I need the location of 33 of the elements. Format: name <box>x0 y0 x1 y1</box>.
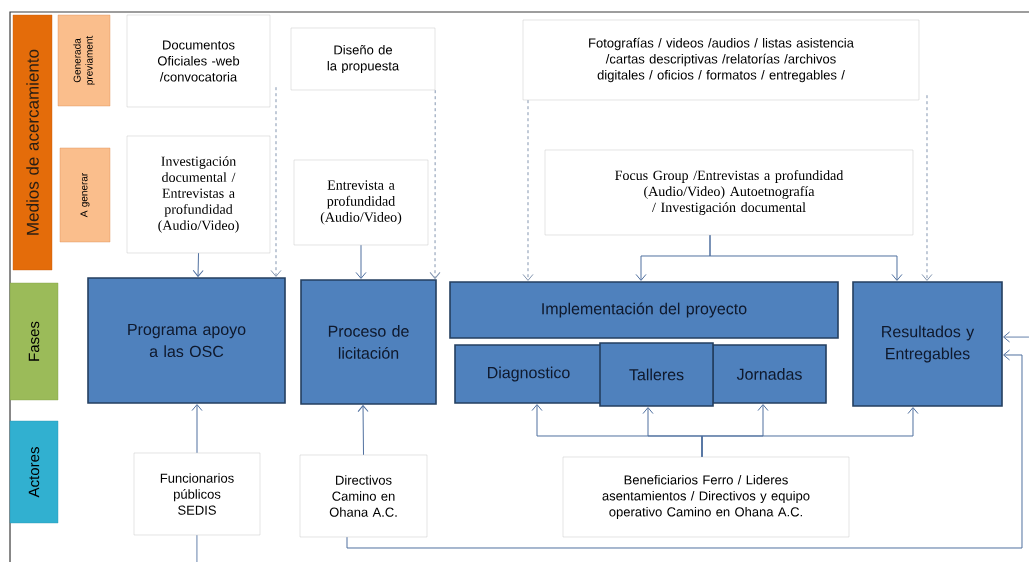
phase-box: Resultados y Entregables <box>852 281 1003 407</box>
category-band: Medios de acercamiento <box>12 14 53 271</box>
phase-box: Programa apoyo a las OSC <box>87 277 286 404</box>
arrow <box>522 99 534 281</box>
phase-box: Diagnostico <box>454 344 603 404</box>
source-box: Investigación documental / Entrevistas a profundidad (Audio/Video) <box>126 135 271 254</box>
arrow <box>1003 331 1029 343</box>
phase-box: Jornadas <box>712 344 827 404</box>
source-box: Focus Group /Entrevistas a profundidad (Audio/Video) Autoetnografía / Investigación documental <box>544 149 914 236</box>
category-band: Fases <box>9 282 59 401</box>
actor-box: Funcionarios públicos SEDIS <box>133 452 261 536</box>
source-box: Entrevista a profundidad (Audio/Video) <box>293 159 429 246</box>
phase-box: Proceso de licitación <box>300 279 437 405</box>
source-box: Documentos Oficiales -web /convocatoria <box>126 14 271 108</box>
arrow <box>191 404 203 454</box>
phase-box: Implementación del proyecto <box>449 281 839 339</box>
arrow <box>357 405 369 456</box>
actor-box: Beneficiarios Ferro / Lideres asentamientos / Directivos y equipo operativo Camino en Ohana A.C. <box>562 456 850 538</box>
arrow <box>701 407 919 458</box>
category-band: Actores <box>9 420 59 524</box>
category-label: A generar <box>59 147 111 243</box>
arrow <box>355 244 367 279</box>
actor-box: Directivos Camino en Ohana A.C. <box>299 454 428 538</box>
source-box: Fotografías / videos /audios / listas asistencia /cartas descriptivas /relatorías /archivos digitales / oficios / formatos / entregables / <box>522 19 920 101</box>
category-label: Generada previament <box>57 14 111 107</box>
arrow <box>192 252 204 277</box>
arrow <box>921 94 933 281</box>
arrow <box>270 86 282 277</box>
arrow <box>709 234 903 281</box>
arrow <box>429 89 441 279</box>
source-box: Diseño de la propuesta <box>290 27 436 91</box>
arrow <box>346 349 1023 549</box>
phase-box: Talleres <box>599 342 714 407</box>
